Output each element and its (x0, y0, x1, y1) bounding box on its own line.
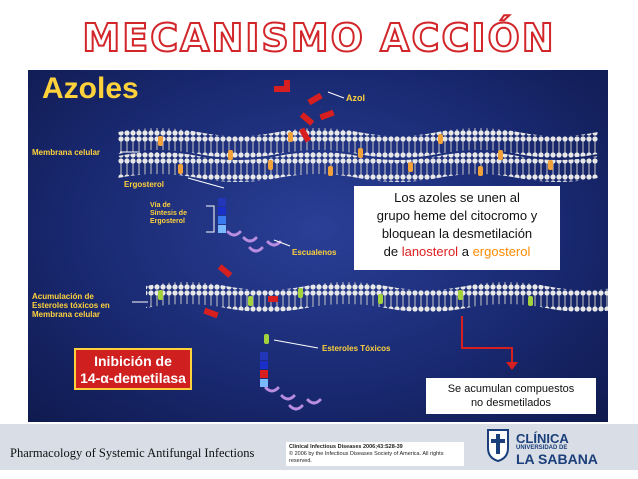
callout-line-4: de lanosterol a ergosterol (354, 243, 560, 261)
clinic-logo-icon (487, 429, 509, 462)
callout-line-1: Los azoles se unen al (394, 190, 520, 205)
callout-line-2: grupo heme del citocromo y (376, 208, 538, 223)
membrane-top-2 (118, 152, 598, 182)
figure-panel: Azoles Azol Membrana celular Ergosterol … (28, 70, 608, 422)
footer-book-title: Pharmacology of Systemic Antifungal Infe… (10, 446, 255, 460)
callout-line-3: bloquean la desmetilación (381, 226, 533, 241)
note-line-1: Se acumulan compuestos (447, 383, 575, 395)
arrow-head-icon (506, 362, 518, 370)
synthesis-pathway-bottom (260, 352, 268, 387)
accumulation-note: Se acumulan compuestos no desmetilados (426, 378, 596, 414)
label-azol: Azol (346, 93, 365, 103)
label-acum-3: Membrana celular (32, 310, 101, 319)
leader-lines (120, 91, 345, 349)
membrane-diagram (118, 80, 608, 411)
label-acum-1: Acumulación de (32, 292, 94, 301)
toxic-sterol-markers (158, 288, 533, 344)
inhibition-box: Inibición de 14-α-demetilasa (74, 348, 192, 390)
callout-de: de (383, 244, 399, 259)
ergosterol-markers (158, 132, 553, 176)
citation-box: Clinical Infectious Diseases 2006;43:S28… (286, 442, 464, 466)
slide-title: MECANISMO ACCIÓN (81, 15, 556, 61)
label-escualenos: Escualenos (292, 248, 337, 257)
label-via-1: Vía de (150, 202, 171, 209)
callout-lanosterol: lanosterol (401, 244, 459, 259)
inhibition-line-2: 14-α-demetilasa (80, 370, 186, 386)
squalene-chains (226, 230, 322, 411)
synthesis-pathway-top (218, 198, 226, 233)
note-line-2: no desmetilados (470, 397, 552, 409)
label-via-3: Ergosterol (150, 218, 186, 225)
label-ergosterol: Ergosterol (124, 180, 165, 189)
footer-bar: Pharmacology of Systemic Antifungal Infe… (0, 424, 638, 470)
clinic-name-1: CLÍNICA (516, 431, 569, 446)
accumulation-arrow (461, 316, 513, 364)
label-via: Vía de Síntesis de Ergosterol (150, 202, 187, 226)
azoles-heading: Azoles (42, 72, 139, 105)
mechanism-callout: Los azoles se unen al grupo heme del cit… (354, 186, 560, 270)
callout-ergosterol: ergosterol (472, 244, 531, 259)
label-acumulacion: Acumulación de Esteroles tóxicos en Memb… (32, 292, 110, 319)
callout-a: a (461, 244, 469, 259)
azole-molecules (203, 80, 335, 319)
citation-copyright: © 2006 by the Infectious Diseases Societ… (289, 451, 444, 464)
label-via-2: Síntesis de (150, 210, 187, 217)
clinic-name-3: LA SABANA (516, 451, 598, 467)
label-acum-2: Esteroles tóxicos en (32, 301, 110, 310)
citation-journal: Clinical Infectious Diseases 2006;43:S28… (289, 444, 403, 450)
membrane-bottom-1 (146, 282, 608, 312)
membrane-top-1 (118, 128, 598, 158)
label-esteroles-toxicos: Esteroles Tóxicos (322, 344, 391, 353)
label-membrana: Membrana celular (32, 148, 101, 157)
clinic-name-2: UNIVERSIDAD DE (516, 445, 568, 451)
inhibition-line-1: Inibición de (94, 353, 172, 369)
clinic-name: CLÍNICA UNIVERSIDAD DE LA SABANA (516, 432, 598, 466)
